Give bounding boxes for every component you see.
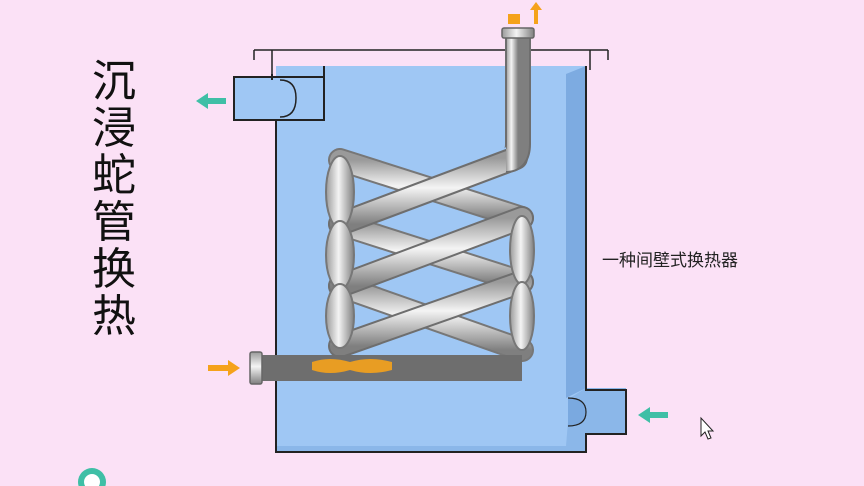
- title-char: 换: [92, 244, 136, 295]
- coil-inlet-pipe: [249, 351, 522, 385]
- arrow-right-icon: [208, 360, 240, 376]
- arrow-left-icon: [196, 93, 226, 109]
- arrow-up-icon: [508, 2, 542, 24]
- title-char: 沉: [92, 56, 136, 107]
- logo-icon: [78, 468, 106, 486]
- title-char: 蛇: [92, 150, 136, 201]
- coil-front: [328, 146, 534, 358]
- title-char: 管: [92, 197, 136, 248]
- arrow-left-icon: [638, 407, 668, 423]
- coil-bends: [325, 155, 535, 351]
- cursor-icon: [700, 416, 715, 440]
- tank-outline: [275, 66, 627, 453]
- caption-text: 一种间壁式换热器: [602, 251, 738, 271]
- vertical-title: 沉 浸 蛇 管 换 热: [84, 58, 144, 340]
- title-char: 浸: [92, 103, 136, 154]
- title-char: 热: [92, 291, 136, 342]
- coil-riser-pipe: [501, 27, 535, 173]
- overflow-chamber: [233, 76, 325, 121]
